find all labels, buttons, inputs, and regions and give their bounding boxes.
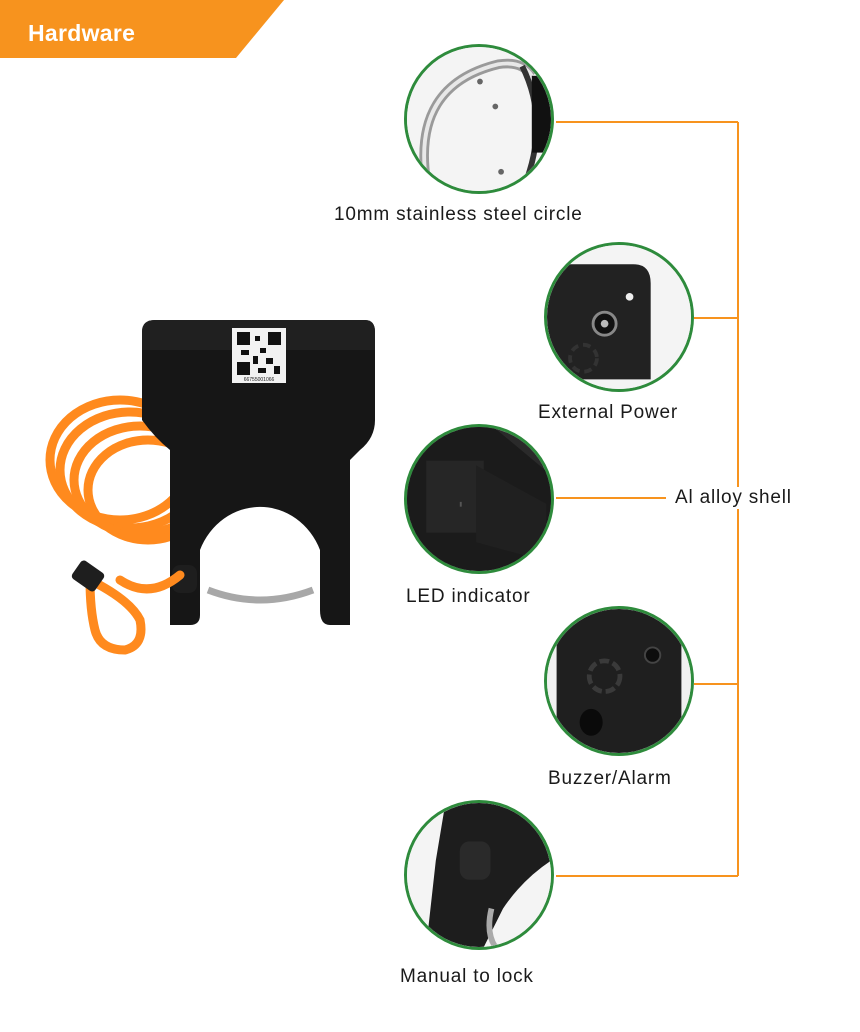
- banner-shape: [0, 0, 284, 58]
- buzzer-label: Buzzer/Alarm: [548, 768, 672, 789]
- banner-title: Hardware: [28, 20, 136, 46]
- header-banner: Hardware: [0, 0, 284, 58]
- qr-code-text: 66755001066: [244, 377, 275, 383]
- smart-lock-product-image: 66755001066: [30, 310, 380, 665]
- led-indicator-label: LED indicator: [406, 586, 531, 607]
- manual-lock-closeup: [404, 800, 554, 950]
- led-indicator-closeup: [404, 424, 554, 574]
- steel-circle-label: 10mm stainless steel circle: [334, 204, 583, 225]
- steel-circle-closeup: [404, 44, 554, 194]
- manual-lock-label: Manual to lock: [400, 966, 534, 987]
- external-power-closeup: [544, 242, 694, 392]
- external-power-label: External Power: [538, 402, 679, 423]
- shell-label: Al alloy shell: [671, 487, 796, 509]
- buzzer-closeup: [544, 606, 694, 756]
